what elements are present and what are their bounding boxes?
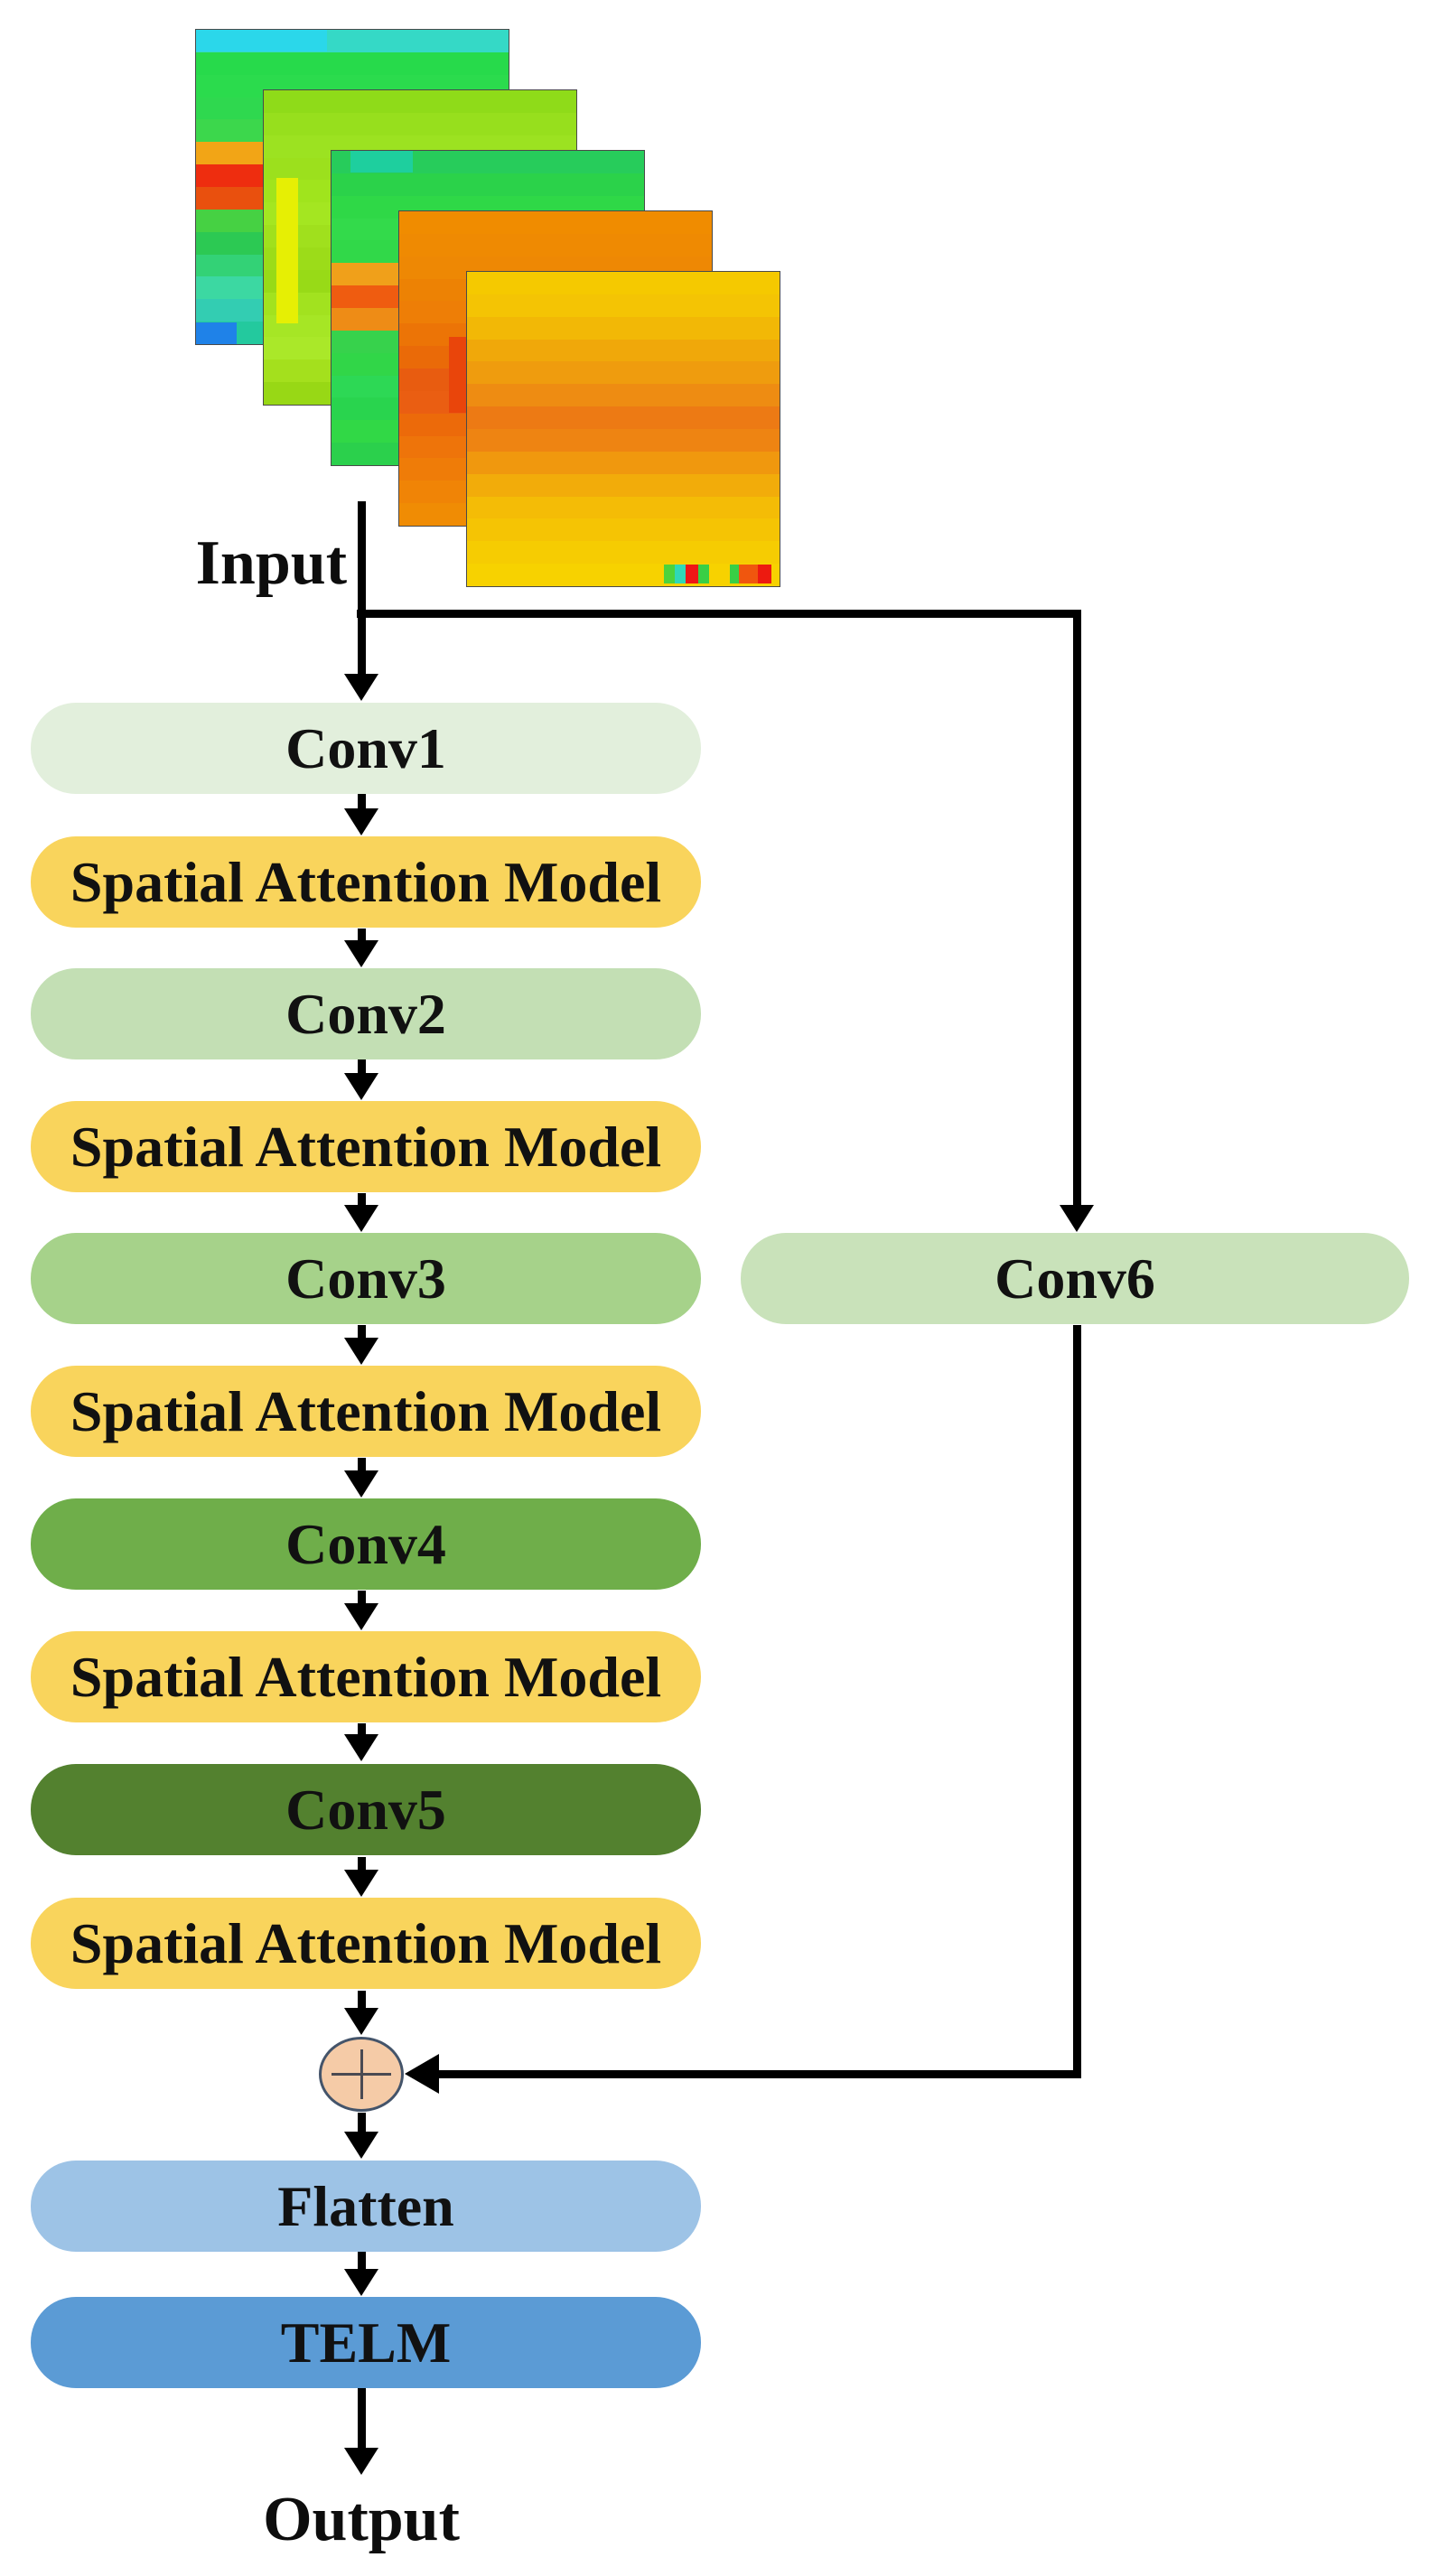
arrow-plus-to-flatten-head bbox=[344, 2132, 378, 2159]
heatmap-stripe bbox=[467, 406, 780, 430]
arrow-sam2-to-conv3-head bbox=[344, 1205, 378, 1232]
node-conv1: Conv1 bbox=[31, 703, 701, 794]
heatmap-stripe bbox=[467, 361, 780, 385]
arrow-conv2-to-sam2-head bbox=[344, 1073, 378, 1100]
heatmap-cell bbox=[276, 178, 299, 323]
heatmap-cell bbox=[350, 151, 413, 173]
node-spatial-attention-1: Spatial Attention Model bbox=[31, 836, 701, 928]
arrow-conv4-to-sam4 bbox=[357, 1591, 366, 1605]
heatmap-cell bbox=[196, 30, 328, 52]
input-label: Input bbox=[195, 528, 347, 598]
arrow-flatten-to-telm bbox=[357, 2249, 366, 2271]
node-conv2: Conv2 bbox=[31, 968, 701, 1059]
heatmap-stripe bbox=[467, 451, 780, 474]
heatmap-cell bbox=[729, 564, 739, 583]
arrow-sam3-to-conv4-head bbox=[344, 1470, 378, 1498]
arrow-telm-to-output-head bbox=[344, 2448, 378, 2475]
node-conv6: Conv6 bbox=[741, 1233, 1409, 1324]
branch-line-vertical-upper bbox=[1073, 610, 1081, 1207]
arrow-conv2-to-sam2 bbox=[357, 1059, 366, 1075]
heatmap-cell bbox=[196, 322, 237, 344]
node-conv5: Conv5 bbox=[31, 1764, 701, 1855]
node-flatten: Flatten bbox=[31, 2161, 701, 2252]
add-operator-icon bbox=[319, 2037, 404, 2112]
arrow-conv1-to-sam1 bbox=[357, 793, 366, 810]
heatmap-stripe bbox=[467, 294, 780, 317]
node-conv4: Conv4 bbox=[31, 1498, 701, 1590]
arrowhead-into-conv6 bbox=[1060, 1205, 1094, 1232]
arrow-conv5-to-sam5-head bbox=[344, 1870, 378, 1897]
heatmap-stripe bbox=[467, 496, 780, 519]
arrow-sam5-to-plus-head bbox=[344, 2008, 378, 2035]
arrow-conv5-to-sam5 bbox=[357, 1857, 366, 1871]
heatmap-stripe bbox=[467, 564, 780, 587]
heatmap-stripe bbox=[467, 316, 780, 340]
arrow-conv3-to-sam3 bbox=[357, 1325, 366, 1339]
node-conv3: Conv3 bbox=[31, 1233, 701, 1324]
arrow-plus-to-flatten bbox=[357, 2113, 366, 2133]
arrow-conv4-to-sam4-head bbox=[344, 1603, 378, 1630]
arrow-sam5-to-plus bbox=[357, 1991, 366, 2010]
heatmap-stripe bbox=[332, 173, 644, 196]
heatmap-stripe bbox=[399, 211, 712, 234]
heatmap-stripe bbox=[467, 384, 780, 407]
heatmap-stripe bbox=[264, 90, 576, 113]
heatmap-cell bbox=[686, 564, 699, 583]
arrowhead-into-plus bbox=[405, 2054, 439, 2094]
arrow-sam2-to-conv3 bbox=[357, 1193, 366, 1207]
node-spatial-attention-2: Spatial Attention Model bbox=[31, 1101, 701, 1192]
heatmap-cell bbox=[739, 564, 758, 583]
heatmap-stripe bbox=[264, 112, 576, 135]
arrow-sam1-to-conv2-head bbox=[344, 940, 378, 967]
heatmap-stripe bbox=[467, 473, 780, 497]
arrow-input-to-conv1 bbox=[357, 501, 366, 676]
heatmap-cell bbox=[757, 564, 772, 583]
arrow-conv3-to-sam3-head bbox=[344, 1338, 378, 1365]
heatmap-cell bbox=[663, 564, 676, 583]
branch-line-horizontal-top bbox=[357, 610, 1081, 618]
heatmap-stripe bbox=[196, 51, 509, 75]
output-label: Output bbox=[263, 2485, 460, 2554]
heatmap-stripe bbox=[467, 518, 780, 542]
heatmap-cell bbox=[675, 564, 686, 583]
heatmap-stripe bbox=[467, 541, 780, 565]
arrow-flatten-to-telm-head bbox=[344, 2269, 378, 2296]
arrow-conv1-to-sam1-head bbox=[344, 808, 378, 835]
heatmap-stripe bbox=[399, 233, 712, 257]
node-spatial-attention-3: Spatial Attention Model bbox=[31, 1366, 701, 1457]
arrow-sam3-to-conv4 bbox=[357, 1458, 366, 1472]
arrow-sam4-to-conv5-head bbox=[344, 1734, 378, 1761]
node-spatial-attention-4: Spatial Attention Model bbox=[31, 1631, 701, 1722]
arrow-sam4-to-conv5 bbox=[357, 1723, 366, 1736]
branch-line-vertical-lower bbox=[1073, 1325, 1081, 2078]
node-spatial-attention-5: Spatial Attention Model bbox=[31, 1898, 701, 1989]
node-telm: TELM bbox=[31, 2297, 701, 2388]
heatmap-stripe bbox=[467, 272, 780, 294]
input-heatmap-layer-5 bbox=[466, 271, 780, 587]
heatmap-stripe bbox=[467, 429, 780, 452]
arrow-input-to-conv1-head bbox=[344, 674, 378, 701]
heatmap-stripe bbox=[467, 339, 780, 362]
arrow-sam1-to-conv2 bbox=[357, 929, 366, 942]
heatmap-cell bbox=[698, 564, 710, 583]
arrow-telm-to-output bbox=[357, 2385, 366, 2450]
branch-line-horizontal-bottom bbox=[437, 2070, 1081, 2078]
